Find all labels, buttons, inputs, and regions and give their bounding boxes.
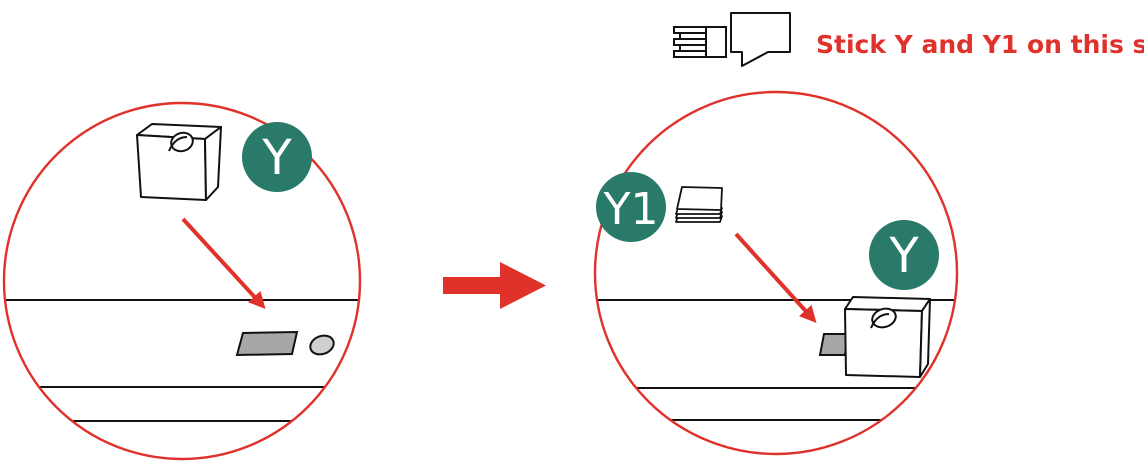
instruction-text: Stick Y and Y1 on this side: [816, 30, 1144, 59]
insert-arrow: [181, 217, 266, 309]
adhesive-pad-icon: [675, 186, 723, 223]
mount-block-icon-right: [844, 296, 931, 378]
round-hole-icon: [309, 334, 335, 356]
attach-arrow: [734, 232, 817, 323]
next-step-arrow: [443, 262, 546, 309]
speech-bubble-icon: [730, 12, 791, 67]
right-circle-outline: [593, 90, 959, 456]
left-circle-outline: [2, 101, 362, 461]
manual-book-icon: [673, 26, 727, 58]
part-label-badge-right: Y: [869, 220, 939, 290]
pad-label-text: Y1: [603, 184, 659, 235]
slot-icon-right: [818, 333, 850, 356]
left-surface-lines: [4, 299, 360, 422]
part-label-text: Y: [261, 130, 292, 186]
left-detail-circle: Y: [2, 101, 362, 461]
part-label-text-right: Y: [888, 228, 919, 284]
slot-icon: [235, 330, 299, 357]
mount-block-icon: [136, 123, 222, 201]
right-detail-circle: Y1 Y: [593, 90, 959, 456]
part-label-badge: Y: [242, 122, 312, 192]
pad-label-badge: Y1: [596, 172, 666, 242]
